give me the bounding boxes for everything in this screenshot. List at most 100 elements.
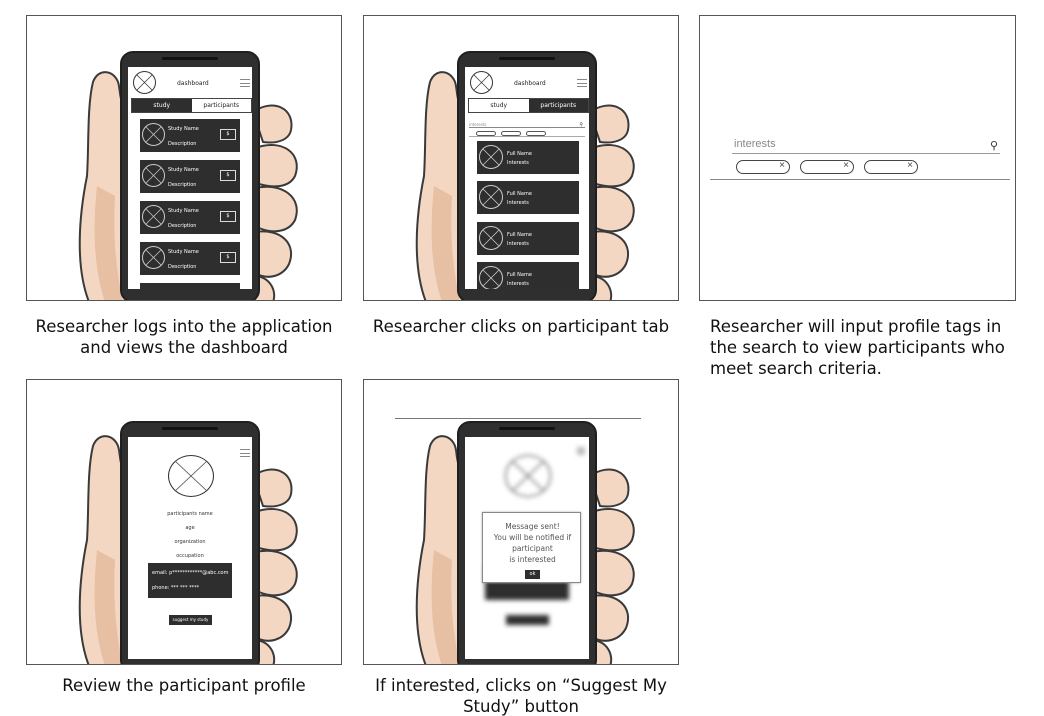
study-description: Description [168, 223, 197, 229]
search-placeholder: interests [469, 122, 487, 127]
study-card[interactable]: Study Name Description $ [140, 119, 240, 152]
participant-card[interactable]: Full Name Interests [477, 222, 579, 255]
participant-age: age [185, 525, 195, 531]
study-card[interactable]: Study Name Description $ [140, 242, 240, 275]
menu-icon[interactable] [240, 449, 250, 457]
modal-line-3: participant [512, 544, 553, 553]
study-description: Description [168, 182, 197, 188]
study-description: Description [168, 264, 197, 270]
participant-name: Full Name [507, 151, 532, 157]
participant-phone: phone: *** *** **** [152, 585, 200, 591]
study-name: Study Name [168, 208, 199, 214]
participant-name: participants name [167, 511, 213, 517]
search-icon[interactable]: ⚲ [579, 122, 583, 128]
participant-organization: organization [174, 539, 206, 545]
profile-avatar[interactable] [133, 71, 156, 94]
phone: dashboard study participants Study Name … [120, 51, 260, 300]
menu-icon[interactable] [577, 79, 587, 87]
storyboard-panel-4: participants name age organization occup… [26, 379, 342, 665]
study-image-placeholder-icon [142, 123, 165, 146]
tab-participants[interactable]: participants [203, 102, 240, 109]
search-input[interactable]: interests ⚲ [732, 138, 1000, 154]
study-image-placeholder-icon [142, 164, 165, 187]
tag-chip[interactable] [501, 131, 521, 136]
study-price-badge: $ [220, 129, 236, 140]
close-icon[interactable]: × [779, 160, 785, 171]
storyboard-panel-2: dashboard study participants interests ⚲… [363, 15, 679, 301]
study-description: Description [168, 141, 197, 147]
close-icon[interactable]: × [907, 160, 913, 171]
participant-interests: Interests [507, 200, 529, 206]
divider [469, 131, 585, 137]
participant-avatar-icon [479, 266, 503, 289]
participant-interests: Interests [507, 241, 529, 247]
participant-avatar-icon [479, 145, 503, 169]
tag-chip[interactable] [526, 131, 546, 136]
storyboard-panel-1: dashboard study participants Study Name … [26, 15, 342, 301]
phone-screen: dashboard study participants Study Name … [128, 67, 252, 289]
study-name: Study Name [168, 126, 199, 132]
phone-speaker [162, 57, 218, 60]
confirmation-modal: Message sent! You will be notified if pa… [482, 512, 581, 583]
phone-screen: dashboard study participants interests ⚲… [465, 67, 589, 289]
tab-participants[interactable]: participants [528, 99, 588, 112]
profile-avatar[interactable] [470, 71, 493, 94]
storyboard-panel-5: Message sent! You will be notified if pa… [363, 379, 679, 665]
participant-card[interactable]: Full Name Interests [477, 262, 579, 289]
participant-interests: Interests [507, 281, 529, 287]
contact-info-box: email: p************@abc.com phone: *** … [148, 563, 232, 598]
search-icon[interactable]: ⚲ [989, 140, 998, 152]
participant-name: Full Name [507, 272, 532, 278]
tag-chip[interactable]: × [864, 160, 918, 174]
phone: Message sent! You will be notified if pa… [457, 421, 597, 664]
divider [710, 174, 1010, 180]
tag-chip[interactable]: × [736, 160, 790, 174]
tag-chip[interactable]: × [800, 160, 854, 174]
tab-study[interactable]: study [132, 99, 192, 112]
caption-2: Researcher clicks on participant tab [372, 317, 670, 336]
ok-button[interactable]: ok [525, 570, 540, 579]
study-price-badge: $ [220, 252, 236, 263]
participant-avatar [505, 455, 551, 497]
phone-speaker [499, 427, 555, 430]
close-icon[interactable]: × [843, 160, 849, 171]
caption-5: If interested, clicks on “Suggest My Stu… [375, 676, 667, 716]
participant-avatar [168, 455, 214, 497]
tag-chip[interactable] [476, 131, 496, 136]
modal-line-4: is interested [509, 555, 556, 564]
study-image-placeholder-icon [142, 205, 165, 228]
study-card[interactable]: Study Name Description $ [140, 201, 240, 234]
study-price-badge: $ [220, 211, 236, 222]
phone-speaker [499, 57, 555, 60]
search-input[interactable]: interests ⚲ [469, 122, 585, 128]
participant-avatar-icon [479, 226, 503, 250]
tab-study[interactable]: study [490, 102, 508, 109]
participant-email: email: p************@abc.com [152, 570, 229, 576]
menu-icon[interactable] [240, 79, 250, 87]
suggest-my-study-button[interactable]: suggest my study [169, 615, 212, 625]
study-card-partial[interactable] [140, 283, 240, 289]
dashboard-title: dashboard [177, 80, 209, 87]
tab-bar: study participants [468, 98, 589, 113]
participant-card[interactable]: Full Name Interests [477, 181, 579, 214]
top-divider [395, 418, 641, 419]
study-card[interactable]: Study Name Description $ [140, 160, 240, 193]
suggest-my-study-button [506, 615, 549, 625]
modal-line-1: Message sent! [505, 522, 560, 531]
phone-speaker [162, 427, 218, 430]
storyboard-panel-3: interests ⚲ × × × [699, 15, 1016, 301]
caption-4: Review the participant profile [62, 676, 306, 695]
study-price-badge: $ [220, 170, 236, 181]
blurred-menu-icon [577, 447, 585, 455]
phone-screen: participants name age organization occup… [128, 437, 252, 659]
participant-occupation: occupation [176, 553, 204, 559]
dashboard-title: dashboard [514, 80, 546, 87]
study-image-placeholder-icon [142, 246, 165, 269]
participant-interests: Interests [507, 160, 529, 166]
participant-name: Full Name [507, 191, 532, 197]
participant-name: Full Name [507, 232, 532, 238]
phone: dashboard study participants interests ⚲… [457, 51, 597, 300]
participant-card[interactable]: Full Name Interests [477, 141, 579, 174]
participant-avatar-icon [479, 185, 503, 209]
study-name: Study Name [168, 167, 199, 173]
